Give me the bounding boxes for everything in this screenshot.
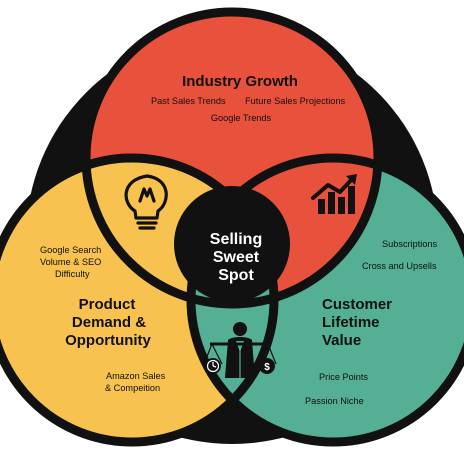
product-demand-item-2: Volume & SEO: [40, 257, 101, 267]
sweet-spot-line-3: Spot: [218, 267, 254, 284]
customer-lifetime-item-4: Passion Niche: [305, 396, 364, 406]
industry-growth-item-1: Past Sales Trends: [151, 96, 226, 106]
industry-growth-item-3: Google Trends: [211, 113, 272, 123]
industry-growth-title: Industry Growth: [182, 73, 298, 90]
customer-lifetime-item-3: Price Points: [319, 372, 368, 382]
product-demand-title-1: Product: [79, 296, 136, 313]
customer-lifetime-title-2: Lifetime: [322, 314, 380, 331]
customer-lifetime-title-3: Value: [322, 332, 361, 349]
product-demand-item-1: Google Search: [40, 245, 101, 255]
product-demand-item-4: Amazon Sales: [106, 371, 166, 381]
circle-outlines: [0, 7, 464, 447]
product-demand-title-3: Opportunity: [65, 332, 151, 349]
sweet-spot-line-2: Sweet: [213, 249, 260, 266]
industry-growth-item-2: Future Sales Projections: [245, 96, 345, 106]
sweet-spot-line-1: Selling: [210, 231, 262, 248]
sweet-spot-disc: [174, 186, 290, 302]
dollar-sign-icon: $: [264, 362, 270, 373]
growth-chart-icon: [311, 174, 357, 214]
product-demand-title-2: Demand &: [72, 314, 146, 331]
customer-lifetime-item-2: Cross and Upsells: [362, 261, 437, 271]
customer-lifetime-title-1: Customer: [322, 296, 392, 313]
product-demand-item-5: & Compeition: [105, 383, 160, 393]
product-demand-item-3: Difficulty: [55, 269, 90, 279]
lightbulb-icon: [124, 174, 168, 230]
customer-lifetime-item-1: Subscriptions: [382, 239, 438, 249]
businessman-scales-icon: $: [203, 322, 277, 378]
